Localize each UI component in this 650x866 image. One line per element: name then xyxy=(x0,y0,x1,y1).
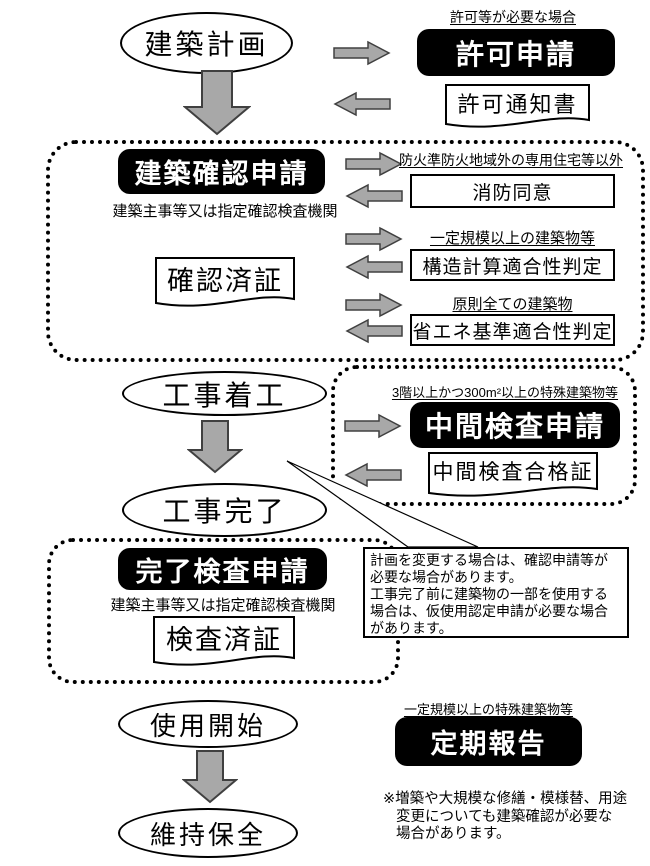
stage-maintenance: 維持保全 xyxy=(118,808,298,858)
completion-inspection-application-box: 完了検査申請 xyxy=(118,548,327,590)
arrow-right-icon xyxy=(344,413,402,439)
permit-condition-label: 許可等が必要な場合 xyxy=(450,9,576,25)
stage-building-plan: 建築計画 xyxy=(120,12,293,74)
fire-consent-box: 消防同意 xyxy=(410,174,615,208)
arrow-down-icon xyxy=(182,750,238,804)
confirmation-certificate-doc: 確認済証 xyxy=(155,257,295,309)
confirmation-section-box xyxy=(46,140,645,362)
interim-pass-certificate-doc: 中間検査合格証 xyxy=(428,452,598,499)
building-confirmation-application-box: 建築確認申請 xyxy=(118,149,325,194)
callout-note: 計画を変更する場合は、確認申請等が 必要な場合があります。 工事完了前に建築物の… xyxy=(363,547,629,638)
arrow-right-icon xyxy=(345,151,403,177)
authority-label: 建築主事等又は指定確認検査機関 xyxy=(112,203,338,220)
periodic-condition-label: 一定規模以上の特殊建築物等 xyxy=(403,702,573,717)
interim-inspection-application-box: 中間検査申請 xyxy=(410,402,620,448)
inspection-certificate-label: 検査済証 xyxy=(166,625,282,655)
arrow-right-icon xyxy=(345,226,403,252)
interim-section-box xyxy=(331,365,637,506)
stage-construction-complete: 工事完了 xyxy=(122,483,327,537)
fireproof-area-condition-label: 防火準防火地域外の専用住宅等以外 xyxy=(399,152,623,168)
arrow-right-icon xyxy=(333,40,391,66)
arrow-left-icon xyxy=(345,254,403,280)
arrow-down-icon xyxy=(187,420,243,474)
interim-condition-label: 3階以上かつ300m²以上の特殊建築物等 xyxy=(391,385,619,400)
structural-calc-judgement-box: 構造計算適合性判定 xyxy=(410,249,615,281)
confirmation-certificate-label: 確認済証 xyxy=(167,266,283,296)
callout-pointer xyxy=(286,460,479,548)
scale-condition-label: 一定規模以上の建築物等 xyxy=(429,230,595,247)
permit-notice-label: 許可通知書 xyxy=(457,91,578,117)
arrow-left-icon xyxy=(345,183,403,209)
arrow-left-icon xyxy=(345,318,403,344)
arrow-right-icon xyxy=(345,292,403,318)
permit-application-box: 許可申請 xyxy=(417,29,615,76)
arrow-left-icon xyxy=(344,462,402,488)
inspection-certificate-doc: 検査済証 xyxy=(153,616,295,668)
arrow-left-icon xyxy=(333,91,391,117)
periodic-report-box: 定期報告 xyxy=(395,717,582,766)
arrow-down-icon xyxy=(183,70,251,136)
footnote-text: ※増築や大規模な修繕・模様替、用途 変更についても建築確認が必要な 場合がありま… xyxy=(383,791,628,842)
energy-standard-judgement-box: 省エネ基準適合性判定 xyxy=(410,314,615,346)
stage-use-start: 使用開始 xyxy=(118,700,298,748)
permit-notice-doc: 許可通知書 xyxy=(445,84,590,130)
stage-construction-start: 工事着工 xyxy=(122,371,327,416)
all-buildings-condition-label: 原則全ての建築物 xyxy=(452,296,573,313)
authority-label: 建築主事等又は指定確認検査機関 xyxy=(110,597,336,614)
interim-pass-certificate-label: 中間検査合格証 xyxy=(432,461,594,484)
